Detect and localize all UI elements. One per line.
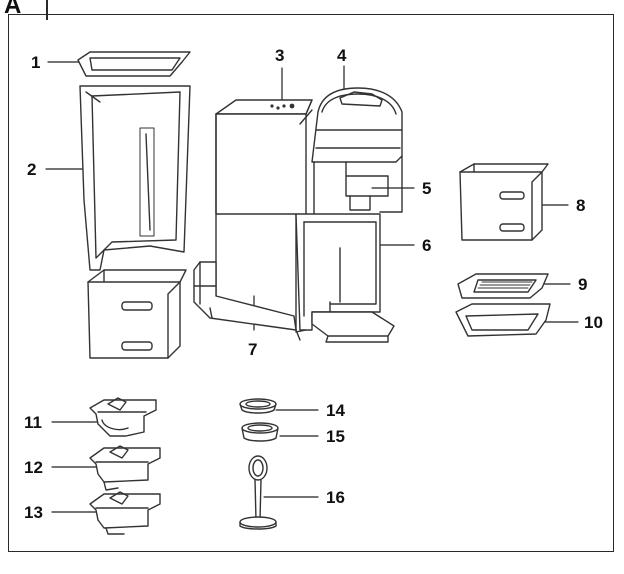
part-14-filter (239, 398, 277, 414)
callout-3: 3 (275, 46, 285, 65)
part-12-adapter (89, 445, 161, 491)
part-coffee-machine-body (193, 87, 403, 343)
part-13-adapter (89, 491, 161, 535)
callout-11: 11 (24, 413, 42, 432)
callout-2: 2 (27, 160, 37, 179)
callout-1: 1 (31, 53, 41, 72)
callout-16: 16 (326, 488, 345, 507)
part-2-water-tank (79, 85, 191, 271)
callout-10: 10 (584, 313, 603, 332)
callout-13: 13 (24, 503, 43, 522)
callout-12: 12 (24, 458, 43, 477)
part-1-water-tank-lid (77, 51, 191, 77)
callout-7: 7 (248, 340, 258, 359)
callout-15: 15 (326, 427, 345, 446)
part-16-tamper (239, 455, 277, 530)
part-10-drip-tray (455, 303, 551, 337)
callout-8: 8 (576, 196, 586, 215)
section-label: A (4, 0, 22, 19)
callout-9: 9 (578, 275, 588, 294)
part-11-adapter (89, 397, 157, 437)
section-label-divider (46, 0, 48, 20)
part-8-container (459, 163, 549, 241)
part-15-filter (241, 422, 279, 442)
part-9-drip-grid (457, 273, 549, 299)
callout-5: 5 (422, 179, 432, 198)
callout-4: 4 (337, 46, 347, 65)
part-drip-container (87, 269, 187, 359)
figure-frame (8, 14, 614, 552)
callout-14: 14 (326, 401, 345, 420)
callout-6: 6 (422, 236, 432, 255)
